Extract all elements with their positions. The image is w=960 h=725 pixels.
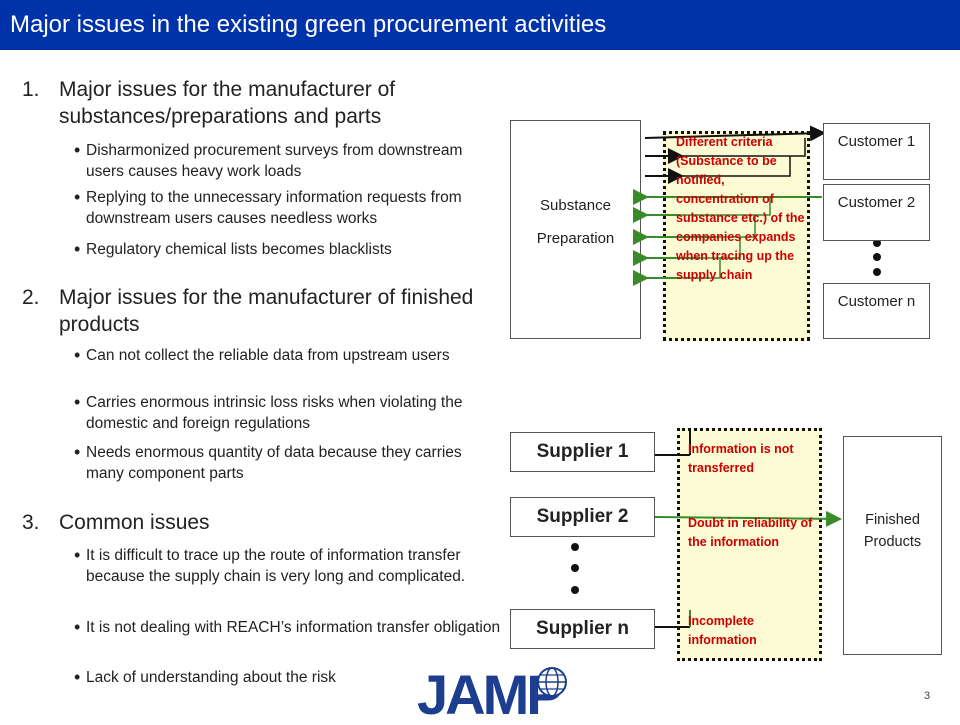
issue-note-text: Doubt in reliability of the information (688, 516, 813, 549)
bullet-dot-icon: • (74, 545, 81, 565)
ellipsis-dot (873, 253, 881, 261)
bullet-text: Needs enormous quantity of data because … (86, 444, 462, 482)
arrow-line (654, 510, 842, 527)
bullet-dot-icon: • (74, 187, 81, 207)
ellipsis-dot (571, 543, 579, 551)
ellipsis-dot (873, 239, 881, 247)
supplier-label: Supplier n (536, 618, 629, 639)
issue-note-text: Incomplete information (688, 614, 757, 647)
bullet-dot-icon: • (74, 392, 81, 412)
arrow-line (644, 125, 826, 142)
section-title: Major issues for the manufacturer of fin… (59, 286, 474, 336)
box-label: Preparation (536, 230, 615, 247)
svg-text:JAMP: JAMP (417, 664, 562, 720)
bullet-text: Carries enormous intrinsic loss risks wh… (86, 394, 463, 432)
customer-label: Customer 2 (837, 194, 916, 211)
bullet-dot-icon: • (74, 239, 81, 259)
section-title: Common issues (59, 511, 210, 534)
bullet-item: • Carries enormous intrinsic loss risks … (74, 392, 514, 434)
bullet-item: • Regulatory chemical lists becomes blac… (74, 239, 494, 260)
section-number: 3. (22, 511, 40, 534)
bullet-dot-icon: • (74, 442, 81, 462)
section-number: 2. (22, 286, 40, 309)
bullet-text: Regulatory chemical lists becomes blackl… (86, 241, 392, 258)
customer-label: Customer n (837, 293, 916, 310)
bullet-dot-icon: • (74, 140, 81, 160)
customer-box: Customer 2 (823, 184, 930, 241)
bullet-text: It is difficult to trace up the route of… (86, 547, 466, 585)
bullet-item: • It is not dealing with REACH’s informa… (74, 617, 504, 638)
bullet-text: It is not dealing with REACH’s informati… (86, 619, 501, 636)
bullet-item: • Can not collect the reliable data from… (74, 345, 484, 366)
title-bar: Major issues in the existing green procu… (0, 0, 960, 50)
finished-products-box: Finished Products (843, 436, 942, 655)
issue-note-text: Information is not transferred (688, 442, 794, 475)
supplier-box: Supplier 1 (510, 432, 655, 472)
substance-preparation-box: Substance Preparation (510, 120, 641, 339)
jamp-logo: JAMP (403, 663, 573, 725)
customer-label: Customer 1 (837, 133, 916, 150)
supplier-label: Supplier 2 (536, 506, 629, 527)
box-label: Products (863, 534, 922, 550)
supplier-label: Supplier 1 (536, 441, 629, 462)
bullet-item: • Replying to the unnecessary informatio… (74, 187, 504, 229)
bullet-dot-icon: • (74, 667, 81, 687)
ellipsis-dot (571, 586, 579, 594)
section-3-heading: 3. Common issues (22, 509, 492, 536)
customer-box: Customer n (823, 283, 930, 339)
ellipsis-dot (873, 268, 881, 276)
section-1-heading: 1. Major issues for the manufacturer of … (22, 76, 492, 130)
bullet-dot-icon: • (74, 345, 81, 365)
page-number: 3 (924, 690, 931, 702)
customer-box: Customer 1 (823, 123, 930, 180)
box-label: Finished (865, 512, 920, 528)
bullet-item: • It is difficult to trace up the route … (74, 545, 504, 587)
bullet-item: • Needs enormous quantity of data becaus… (74, 442, 494, 484)
issues-note-panel (677, 428, 822, 661)
ellipsis-dot (571, 564, 579, 572)
bullet-item: • Lack of understanding about the risk (74, 667, 404, 688)
criteria-note-text: Different criteria (Substance to be noti… (676, 135, 805, 282)
supplier-box: Supplier 2 (510, 497, 655, 537)
box-label: Substance (540, 197, 611, 214)
bullet-text: Replying to the unnecessary information … (86, 189, 462, 227)
bullet-text: Disharmonized procurement surveys from d… (86, 142, 463, 180)
section-number: 1. (22, 78, 40, 101)
section-2-heading: 2. Major issues for the manufacturer of … (22, 284, 492, 338)
bullet-text: Lack of understanding about the risk (86, 669, 336, 686)
page-title: Major issues in the existing green procu… (10, 11, 607, 38)
section-title: Major issues for the manufacturer of sub… (59, 78, 396, 128)
bullet-dot-icon: • (74, 617, 81, 637)
bullet-text: Can not collect the reliable data from u… (86, 347, 450, 364)
supplier-box: Supplier n (510, 609, 655, 649)
bullet-item: • Disharmonized procurement surveys from… (74, 140, 474, 182)
